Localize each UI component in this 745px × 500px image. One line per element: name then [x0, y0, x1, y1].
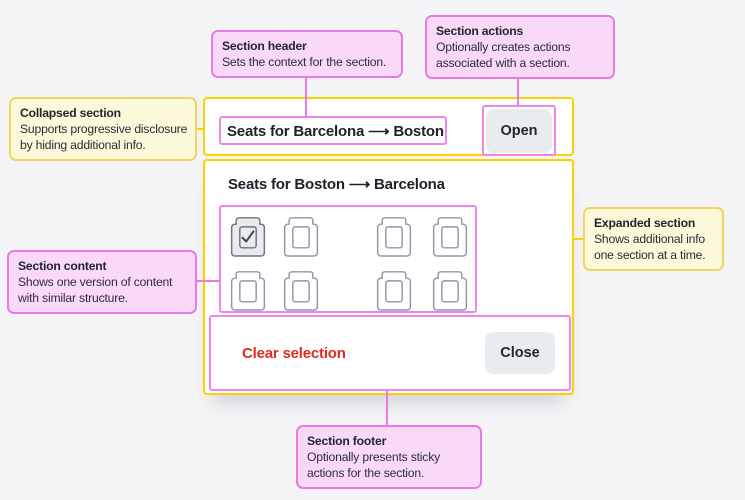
seat-icon[interactable] — [430, 214, 470, 258]
callout-title: Collapsed section — [20, 106, 121, 120]
connector-expanded-section — [574, 238, 584, 240]
seat-selected-icon[interactable] — [228, 214, 268, 258]
expanded-section-title: Seats for Boston ⟶ Barcelona — [228, 176, 445, 193]
seat-row — [228, 268, 475, 312]
connector-section-header — [305, 78, 307, 118]
section-footer-highlight: Clear selection Close — [209, 315, 571, 391]
collapsed-section-title[interactable]: Seats for Barcelona ⟶ Boston — [227, 122, 444, 140]
checkmark-icon — [241, 230, 255, 243]
callout-expanded-section: Expanded section Shows additional info o… — [583, 207, 724, 271]
callout-title: Section footer — [307, 434, 387, 448]
callout-text: Shows additional info — [594, 232, 705, 246]
open-button[interactable]: Open — [486, 108, 552, 153]
section-content-highlight — [219, 205, 477, 313]
callout-title: Section actions — [436, 24, 524, 38]
seat-icon[interactable] — [374, 268, 414, 312]
expanded-section: Seats for Boston ⟶ Barcelona — [203, 159, 574, 395]
callout-text: Sets the context for the section. — [222, 55, 387, 69]
callout-text: one section at a time. — [594, 248, 706, 262]
seat-icon[interactable] — [374, 214, 414, 258]
connector-section-actions — [517, 78, 519, 106]
callout-title: Expanded section — [594, 216, 696, 230]
seat-icon[interactable] — [281, 214, 321, 258]
callout-text: Supports progressive disclosure — [20, 122, 188, 136]
seat-icon[interactable] — [281, 268, 321, 312]
callout-text: Shows one version of content — [18, 275, 173, 289]
callout-section-footer: Section footer Optionally presents stick… — [296, 425, 482, 489]
callout-text: Optionally presents sticky — [307, 450, 440, 464]
seat-row — [228, 214, 475, 258]
clear-selection-button[interactable]: Clear selection — [242, 344, 346, 362]
connector-section-footer — [386, 391, 388, 426]
callout-section-actions: Section actions Optionally creates actio… — [425, 15, 615, 79]
connector-section-content — [197, 280, 220, 282]
callout-text: Optionally creates actions — [436, 40, 571, 54]
callout-text: actions for the section. — [307, 466, 425, 480]
callout-text: associated with a section. — [436, 56, 570, 70]
section-header-highlight: Seats for Barcelona ⟶ Boston — [219, 116, 447, 145]
callout-text: with similar structure. — [18, 291, 128, 305]
collapsed-section: Seats for Barcelona ⟶ Boston Open — [203, 97, 574, 156]
section-actions-highlight: Open — [482, 105, 556, 156]
callout-collapsed-section: Collapsed section Supports progressive d… — [9, 97, 197, 161]
callout-title: Section header — [222, 39, 307, 53]
callout-text: by hiding additional info. — [20, 138, 146, 152]
seat-icon[interactable] — [430, 268, 470, 312]
callout-section-header: Section header Sets the context for the … — [211, 30, 403, 78]
callout-title: Section content — [18, 259, 107, 273]
close-button[interactable]: Close — [485, 332, 555, 374]
connector-collapsed-section — [197, 128, 205, 130]
callout-section-content: Section content Shows one version of con… — [7, 250, 197, 314]
seat-icon[interactable] — [228, 268, 268, 312]
